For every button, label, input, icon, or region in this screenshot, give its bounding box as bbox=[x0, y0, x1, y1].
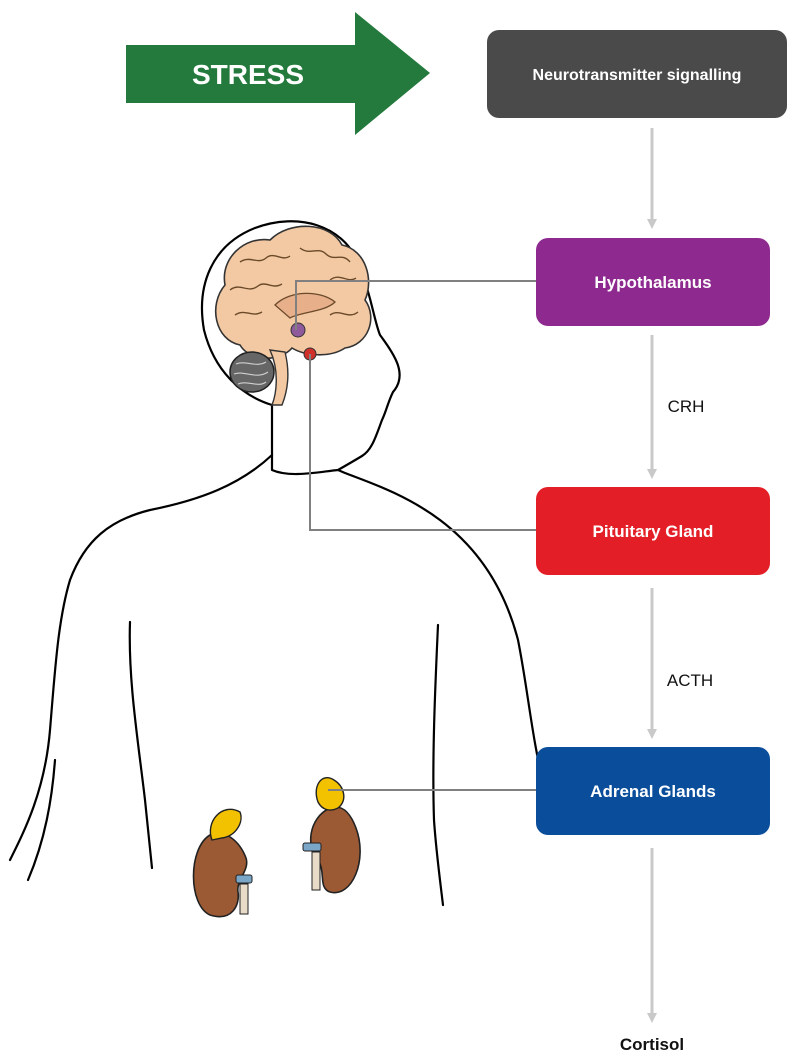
stress-label: STRESS bbox=[192, 59, 304, 90]
box-pituitary-label: Pituitary Gland bbox=[593, 522, 714, 541]
stress-arrow: STRESS bbox=[126, 12, 430, 135]
box-neurotransmitter-label: Neurotransmitter signalling bbox=[533, 67, 742, 84]
box-adrenal-label: Adrenal Glands bbox=[590, 782, 716, 801]
output-label-cortisol: Cortisol bbox=[620, 1035, 684, 1054]
box-adrenal: Adrenal Glands bbox=[536, 747, 770, 835]
box-hypothalamus: Hypothalamus bbox=[536, 238, 770, 326]
connector-lines bbox=[296, 281, 536, 790]
brain-illustration bbox=[216, 226, 371, 405]
box-neurotransmitter: Neurotransmitter signalling bbox=[487, 30, 787, 118]
box-hypothalamus-label: Hypothalamus bbox=[594, 273, 711, 292]
kidneys-illustration bbox=[194, 778, 361, 917]
box-pituitary: Pituitary Gland bbox=[536, 487, 770, 575]
hormone-label-acth: ACTH bbox=[667, 671, 713, 690]
hormone-label-crh: CRH bbox=[668, 397, 705, 416]
pituitary-connector bbox=[310, 354, 536, 530]
